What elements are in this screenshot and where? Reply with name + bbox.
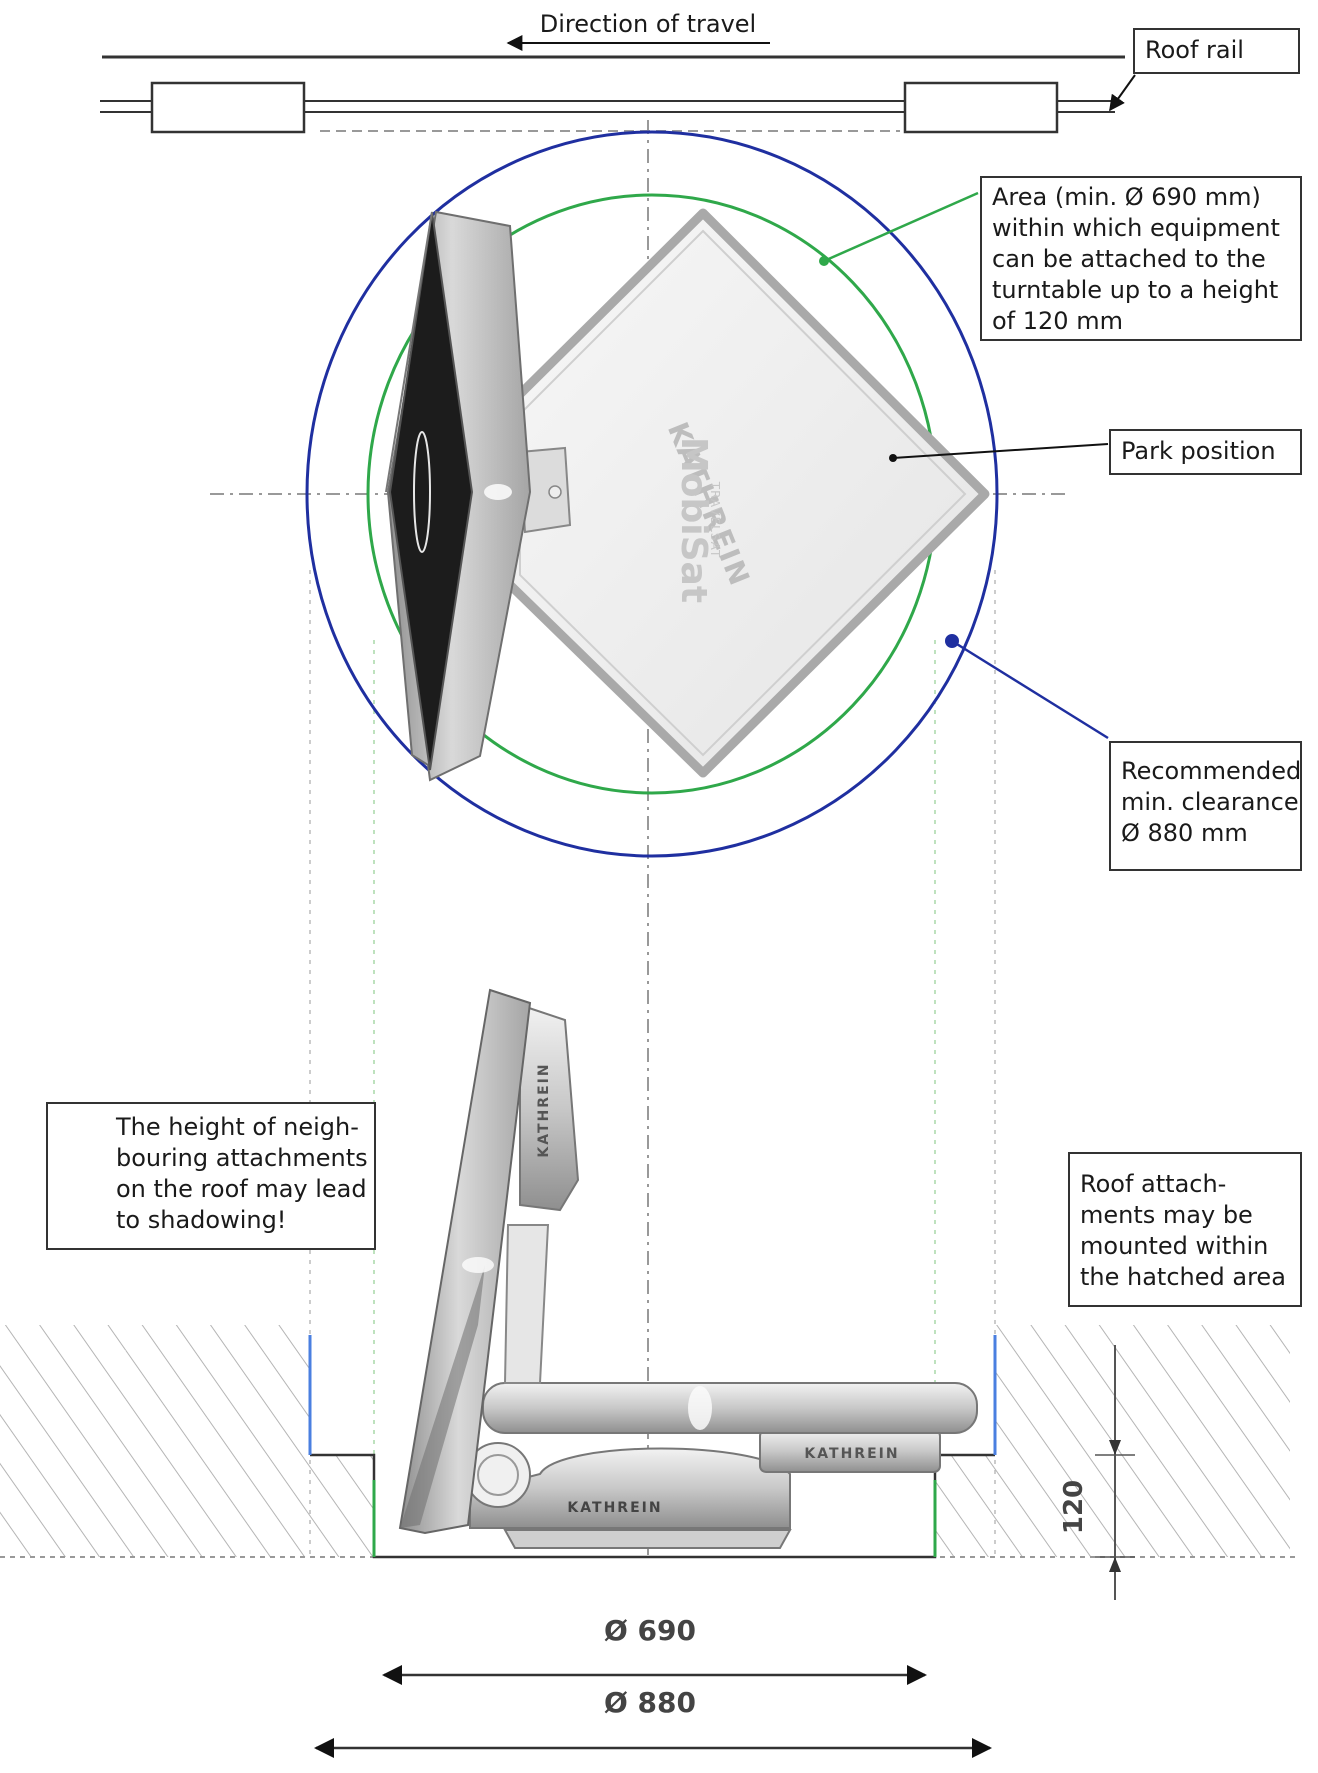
top-view: KATHREIN MobiSat TRAVELSAT <box>210 74 1136 1560</box>
callout-area-line-4: turntable up to a height <box>992 276 1279 304</box>
envelope-outline <box>310 1453 995 1559</box>
direction-label: Direction of travel <box>540 10 756 38</box>
callout-roof-attachments-line-1: Roof attach- <box>1080 1170 1227 1198</box>
support-arm <box>503 1224 550 1384</box>
diameter-dimensions: Ø 690 Ø 880 <box>314 1614 992 1758</box>
callout-area-line-1: Area (min. Ø 690 mm) <box>992 183 1261 211</box>
leader-clearance <box>951 639 1109 740</box>
callout-clearance-line-2: min. clearance <box>1121 788 1299 816</box>
callout-shadowing-line-2: bouring attachments <box>116 1144 368 1172</box>
callout-roof-attachments: Roof attach- ments may be mounted within… <box>1068 1152 1302 1307</box>
callout-shadowing-line-4: to shadowing! <box>116 1206 287 1234</box>
leader-park-position <box>892 443 1109 459</box>
roof-rail <box>100 55 1125 134</box>
side-view: KATHREIN KATHREIN KATHREIN 120 Ø 690 <box>0 988 1318 1758</box>
callout-attachment-area: Area (min. Ø 690 mm) within which equipm… <box>980 176 1302 341</box>
callout-area-line-3: can be attached to the <box>992 245 1266 273</box>
callout-shadowing-line-3: on the roof may lead <box>116 1175 367 1203</box>
callout-clearance: Recommended min. clearance Ø 880 mm <box>1109 741 1302 871</box>
callout-park-position: Park position <box>1109 429 1302 475</box>
folded-plate-side <box>482 1382 978 1434</box>
height-value: 120 <box>1059 1480 1089 1534</box>
callout-roof-attachments-line-4: the hatched area <box>1080 1263 1286 1291</box>
callout-shadowing-warning: The height of neigh- bouring attachments… <box>46 1102 376 1250</box>
clearance-circle-outer <box>305 130 999 858</box>
callout-clearance-line-3: Ø 880 mm <box>1121 819 1248 847</box>
callout-roof-attachments-line-2: ments may be <box>1080 1201 1253 1229</box>
housing-logo-kathrein: KATHREIN <box>536 1062 552 1157</box>
plate-logo-travelsat: TRAVELSAT <box>708 481 722 559</box>
turntable-base <box>469 1447 791 1529</box>
plate-logo-mobisat: MobiSat <box>673 437 714 603</box>
rail-foot-left <box>150 81 306 134</box>
lnb-logo-kathrein: KATHREIN <box>804 1446 899 1462</box>
direction-of-travel: Direction of travel <box>506 10 770 51</box>
callout-area-line-2: within which equipment <box>992 214 1280 242</box>
leader-roof-rail <box>1109 74 1136 112</box>
inner-diameter-label: Ø 690 <box>604 1614 696 1647</box>
antenna-plate-park-position: KATHREIN MobiSat TRAVELSAT <box>503 208 990 778</box>
callout-roof-rail-text: Roof rail <box>1145 36 1244 64</box>
callout-area-line-5: of 120 mm <box>992 307 1123 335</box>
callout-roof-rail: Roof rail <box>1133 28 1300 74</box>
rear-housing <box>519 1003 580 1212</box>
leader-area <box>823 191 979 263</box>
height-dimension: 120 <box>1059 1345 1135 1600</box>
base-logo-kathrein: KATHREIN <box>567 1500 662 1516</box>
callout-roof-attachments-line-3: mounted within <box>1080 1232 1269 1260</box>
hatched-area-left <box>0 1325 374 1557</box>
callout-clearance-line-1: Recommended <box>1121 757 1302 785</box>
outer-diameter-label: Ø 880 <box>604 1686 696 1719</box>
antenna-side-view: KATHREIN KATHREIN KATHREIN <box>398 988 978 1549</box>
satellite-dish-top-view <box>385 210 532 782</box>
callout-shadowing-line-1: The height of neigh- <box>116 1113 359 1141</box>
rail-foot-right <box>903 81 1059 134</box>
callout-park-position-text: Park position <box>1121 437 1276 465</box>
